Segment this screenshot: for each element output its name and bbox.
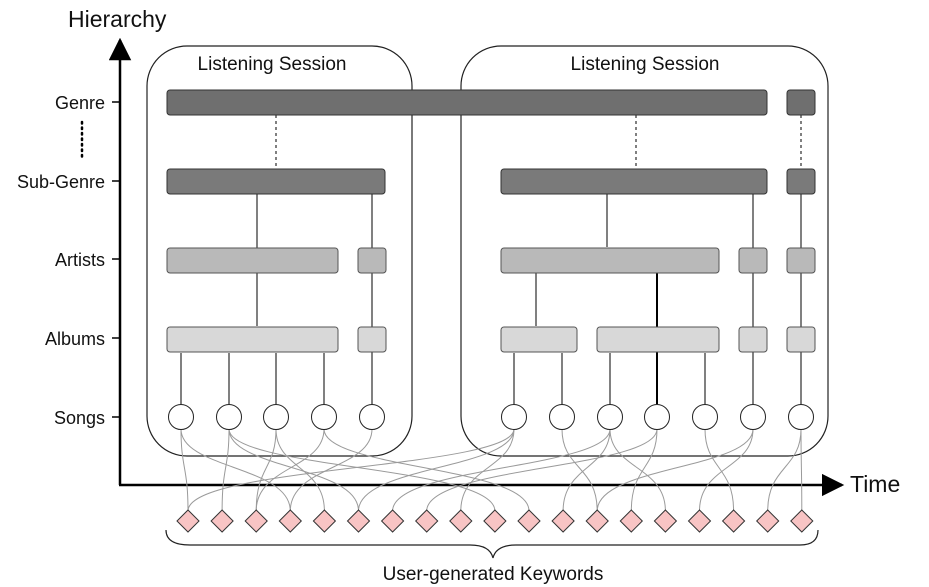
keyword-link xyxy=(609,428,666,512)
session-label-2: Listening Session xyxy=(571,54,720,75)
artist-bar xyxy=(166,247,339,274)
session-box-1 xyxy=(146,45,413,457)
song-node xyxy=(501,404,527,430)
album-bar xyxy=(500,326,578,353)
keyword-link xyxy=(562,428,611,512)
keyword-diamond xyxy=(176,509,200,533)
song-node xyxy=(359,404,385,430)
level-label-subgenre: Sub-Genre xyxy=(17,172,105,192)
keyword-diamond xyxy=(346,509,371,533)
album-bar xyxy=(357,326,387,353)
x-axis-title: Time xyxy=(850,471,900,497)
artist-bar xyxy=(500,247,720,274)
keyword-diamond xyxy=(380,509,405,533)
keyword-link xyxy=(800,428,803,512)
song-node xyxy=(692,404,718,430)
session-label-1: Listening Session xyxy=(198,54,347,75)
keywords-caption: User-generated Keywords xyxy=(383,564,604,585)
keyword-link xyxy=(561,428,598,512)
song-node xyxy=(788,404,814,430)
level-label-artists: Artists xyxy=(55,250,105,270)
album-bar xyxy=(786,326,816,353)
keyword-link xyxy=(767,428,802,512)
keyword-links xyxy=(180,428,803,512)
artist-bar xyxy=(738,247,768,274)
level-label-albums: Albums xyxy=(45,329,105,349)
level-label-songs: Songs xyxy=(54,408,105,428)
album-bar xyxy=(166,326,339,353)
level-ticks xyxy=(112,101,120,418)
album-bar xyxy=(596,326,720,353)
keyword-diamond xyxy=(619,509,644,533)
keyword-diamond xyxy=(483,509,507,533)
keyword-diamond xyxy=(449,509,473,533)
subgenre-bar xyxy=(786,168,816,195)
song-node xyxy=(549,404,575,430)
genre-bar xyxy=(786,89,816,116)
keyword-link xyxy=(255,428,277,512)
dashed-connectors xyxy=(275,115,802,168)
keyword-link xyxy=(323,428,530,512)
keyword-diamond xyxy=(585,509,609,533)
keyword-link xyxy=(289,428,373,512)
keywords-brace xyxy=(165,529,819,559)
subgenre-bar xyxy=(166,168,386,195)
songs-row xyxy=(168,404,814,430)
song-node xyxy=(168,404,194,430)
artist-bar xyxy=(357,247,387,274)
song-node xyxy=(644,404,670,430)
y-axis-title: Hierarchy xyxy=(68,6,167,32)
keyword-link xyxy=(392,428,611,512)
solid-connectors xyxy=(180,194,802,404)
keyword-diamond xyxy=(312,509,337,533)
keyword-link xyxy=(275,428,325,512)
keyword-diamond xyxy=(414,509,439,533)
song-node xyxy=(263,404,289,430)
keyword-link xyxy=(228,428,496,512)
subgenre-bar xyxy=(500,168,768,195)
keyword-diamond xyxy=(278,509,303,533)
session-box-2 xyxy=(460,45,829,457)
keyword-diamond xyxy=(244,509,268,533)
keywords-row xyxy=(176,509,814,533)
keyword-link xyxy=(358,428,515,512)
keyword-link xyxy=(180,428,291,512)
keyword-link xyxy=(228,428,359,512)
keyword-diamond xyxy=(210,509,234,533)
keyword-link xyxy=(426,428,658,512)
keyword-diamond xyxy=(517,509,541,533)
keyword-link xyxy=(460,428,515,512)
keyword-link xyxy=(699,428,754,512)
keyword-diamond xyxy=(755,509,780,533)
keyword-link xyxy=(704,428,735,512)
keyword-diamond xyxy=(551,509,575,533)
genre-bar xyxy=(166,89,768,116)
song-node xyxy=(597,404,623,430)
keyword-link xyxy=(180,428,189,512)
keyword-diamond xyxy=(721,509,746,533)
keyword-link xyxy=(221,428,230,512)
keyword-diamond xyxy=(790,509,814,533)
keyword-diamond xyxy=(653,509,678,533)
keyword-link xyxy=(187,428,515,512)
song-node xyxy=(216,404,242,430)
keyword-link xyxy=(255,428,325,512)
song-node xyxy=(311,404,337,430)
keyword-link xyxy=(596,428,754,512)
song-node xyxy=(740,404,766,430)
album-bar xyxy=(738,326,768,353)
keyword-diamond xyxy=(687,509,712,533)
level-label-genre: Genre xyxy=(55,93,105,113)
artist-bar xyxy=(786,247,816,274)
keyword-link xyxy=(630,428,658,512)
